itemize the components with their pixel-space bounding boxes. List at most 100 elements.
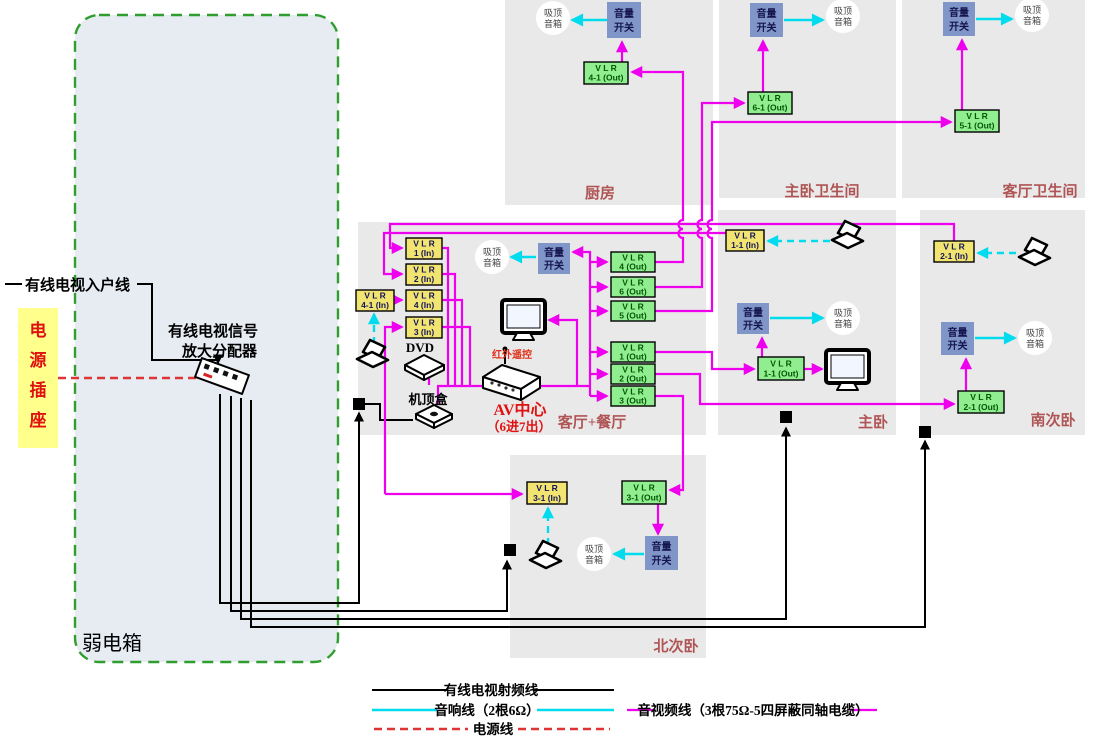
tv-icon-living bbox=[500, 298, 547, 342]
rf-cable-stb bbox=[365, 403, 413, 421]
svg-text:吸顶: 吸顶 bbox=[1026, 328, 1044, 338]
rf-outlet-south bbox=[919, 426, 931, 438]
dvd-label: DVD bbox=[406, 340, 434, 355]
av-riser-in4 bbox=[442, 298, 464, 386]
room-label-north: 北次卧 bbox=[653, 637, 698, 655]
svg-text:V L R: V L R bbox=[622, 253, 644, 263]
av-route-kitchen bbox=[630, 65, 685, 264]
svg-text:V L R: V L R bbox=[622, 302, 644, 312]
power-socket-label: 源 bbox=[30, 350, 47, 370]
vlr-master-11-out: V L R1-1 (Out) bbox=[757, 356, 805, 381]
av-bus-in-b bbox=[382, 231, 728, 281]
svg-text:V L R: V L R bbox=[943, 242, 965, 252]
vlr-kitchen-41-out: V L R4-1 (Out) bbox=[583, 61, 629, 85]
av-route-south bbox=[650, 372, 956, 411]
svg-text:音箱: 音箱 bbox=[1026, 338, 1044, 349]
room-label-master: 主卧 bbox=[858, 413, 888, 431]
vlr-out-1: V L R1 (Out) bbox=[610, 341, 656, 363]
vlr-out-5: V L R5 (Out) bbox=[610, 300, 656, 322]
legend-power-label: 电源线 bbox=[473, 721, 514, 737]
svg-text:V L R: V L R bbox=[622, 278, 644, 288]
vlr-lbath-51-out: V L R5-1 (Out) bbox=[954, 109, 1000, 133]
svg-text:4-1 (Out): 4-1 (Out) bbox=[589, 73, 624, 83]
svg-text:V L R: V L R bbox=[770, 359, 792, 369]
power-socket-label: 座 bbox=[30, 410, 47, 430]
svg-text:开关: 开关 bbox=[544, 259, 564, 272]
power-socket-label: 电 bbox=[30, 320, 47, 340]
av-route-living-bath bbox=[650, 115, 953, 313]
svg-text:音量: 音量 bbox=[949, 6, 969, 19]
av-center-sublabel: （6进7出） bbox=[486, 419, 551, 434]
room-master-bath bbox=[719, 0, 896, 198]
vlr-out-4: V L R4 (Out) bbox=[610, 251, 656, 273]
rf-entry-cable bbox=[137, 283, 223, 365]
vlr-in-1: V L R1 (In) bbox=[405, 237, 443, 260]
av-route-master bbox=[650, 350, 756, 376]
svg-text:V L R: V L R bbox=[622, 387, 644, 397]
svg-text:音量: 音量 bbox=[652, 540, 672, 553]
svg-text:2 (In): 2 (In) bbox=[414, 274, 434, 284]
svg-text:音箱: 音箱 bbox=[544, 18, 562, 29]
rf-cable-master bbox=[240, 398, 791, 620]
av-riser-in3 bbox=[442, 325, 472, 386]
room-label-master-bath: 主卧卫生间 bbox=[784, 182, 859, 200]
svg-text:音箱: 音箱 bbox=[585, 554, 603, 565]
rf-cable-south bbox=[250, 400, 930, 628]
av-route-master-bath bbox=[650, 96, 746, 289]
vlr-in-4: V L R4 (In) bbox=[405, 289, 443, 312]
legend: 有线电视射频线 音响线（2根6Ω） 电源线 音视频线（3根75Ω-5四屏蔽同轴电… bbox=[372, 682, 877, 737]
svg-text:V L R: V L R bbox=[966, 111, 988, 121]
svg-text:V L R: V L R bbox=[734, 231, 756, 241]
svg-text:V L R: V L R bbox=[413, 291, 435, 301]
svg-text:V L R: V L R bbox=[413, 265, 435, 275]
vlr-out-3: V L R3 (Out) bbox=[610, 385, 656, 407]
svg-text:吸顶: 吸顶 bbox=[834, 308, 852, 318]
svg-text:音量: 音量 bbox=[544, 246, 564, 259]
weak-box-label: 弱电箱 bbox=[82, 632, 142, 655]
rf-outlet-north bbox=[504, 544, 516, 556]
svg-text:2-1 (In): 2-1 (In) bbox=[940, 251, 968, 261]
svg-text:吸顶: 吸顶 bbox=[544, 8, 562, 18]
svg-text:音量: 音量 bbox=[614, 7, 634, 20]
legend-av-label: 音视频线（3根75Ω-5四屏蔽同轴电缆） bbox=[637, 702, 868, 718]
ir-remote-label: 红外遥控 bbox=[492, 348, 532, 361]
av-feed-tv bbox=[547, 313, 579, 386]
amplifier-label-2: 放大分配器 bbox=[181, 342, 258, 360]
tv-icon-master bbox=[824, 348, 871, 392]
room-label-living-bath: 客厅卫生间 bbox=[1001, 182, 1077, 200]
svg-text:V L R: V L R bbox=[622, 343, 644, 353]
av-link-north-in bbox=[383, 320, 404, 494]
svg-text:4 (In): 4 (In) bbox=[414, 300, 434, 310]
power-socket-label: 插 bbox=[30, 380, 47, 400]
av-riser-in1 bbox=[442, 246, 450, 386]
entry-line-label: 有线电视入户线 bbox=[25, 276, 130, 294]
svg-text:音量: 音量 bbox=[757, 7, 777, 20]
svg-text:2-1 (Out): 2-1 (Out) bbox=[964, 402, 999, 412]
svg-text:开关: 开关 bbox=[614, 21, 634, 34]
svg-text:吸顶: 吸顶 bbox=[834, 6, 852, 16]
svg-text:4-1 (In): 4-1 (In) bbox=[361, 300, 389, 310]
dvd-icon bbox=[404, 354, 445, 381]
room-label-kitchen: 厨房 bbox=[585, 184, 615, 202]
svg-text:4 (Out): 4 (Out) bbox=[619, 262, 647, 272]
amplifier-splitter-icon bbox=[194, 357, 250, 395]
svg-text:3-1 (Out): 3-1 (Out) bbox=[627, 493, 662, 503]
svg-text:音箱: 音箱 bbox=[834, 16, 852, 27]
svg-text:1-1 (Out): 1-1 (Out) bbox=[764, 369, 799, 379]
vlr-out-2: V L R2 (Out) bbox=[610, 363, 656, 385]
svg-text:1 (In): 1 (In) bbox=[414, 248, 434, 258]
av-route-north bbox=[650, 394, 685, 497]
svg-text:音箱: 音箱 bbox=[834, 318, 852, 329]
svg-text:V L R: V L R bbox=[759, 93, 781, 103]
